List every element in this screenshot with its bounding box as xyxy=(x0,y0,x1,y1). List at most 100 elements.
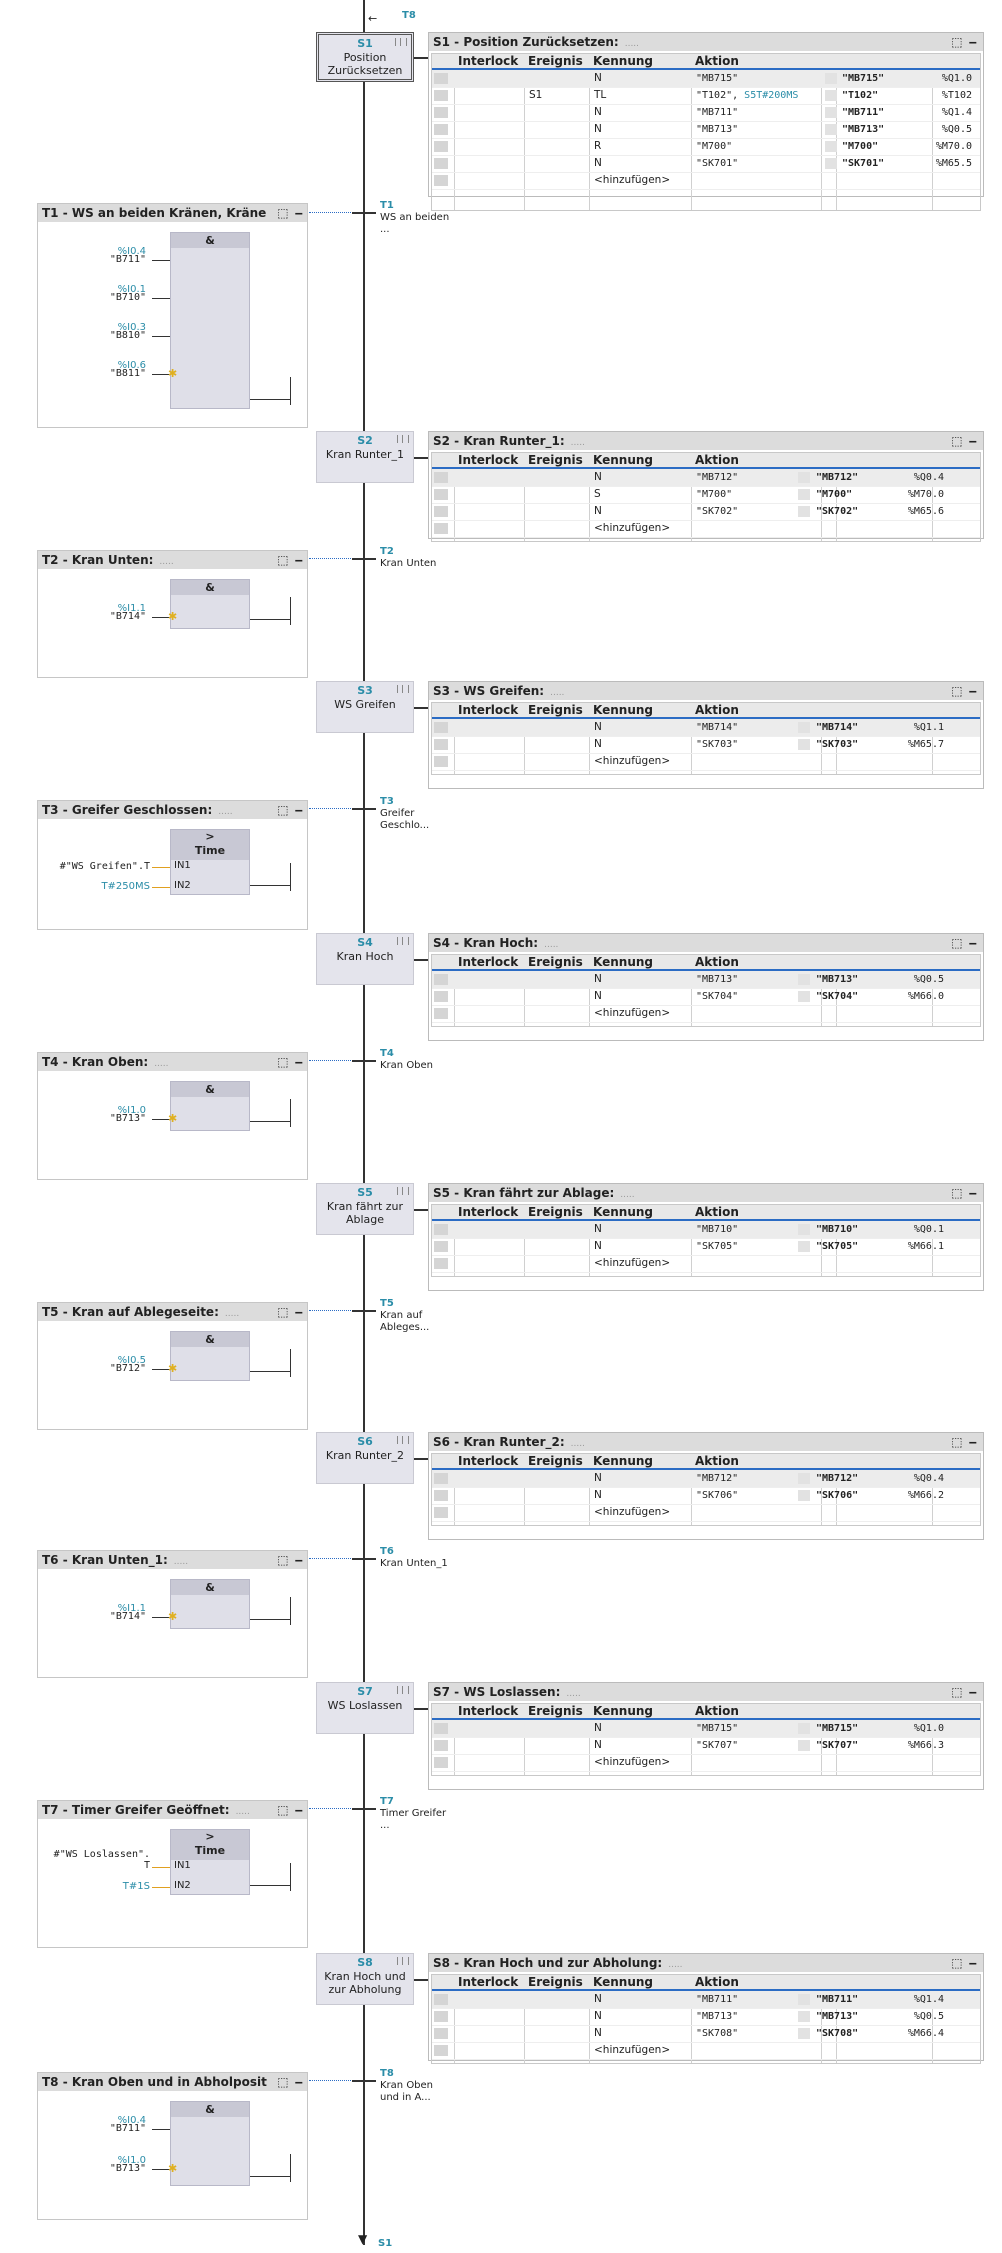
action-kennung[interactable]: N xyxy=(594,1240,602,1252)
row-selector[interactable] xyxy=(434,974,448,985)
minimize-icon[interactable]: ‒ xyxy=(294,1553,303,1567)
expand-icon[interactable]: ⬚ xyxy=(277,206,289,220)
transition-bar[interactable] xyxy=(352,808,376,810)
action-kennung[interactable]: N xyxy=(594,2027,602,2039)
panel-comment-placeholder[interactable]: ..... xyxy=(550,688,565,698)
minimize-icon[interactable]: ‒ xyxy=(294,1305,303,1319)
transition-comment-placeholder[interactable]: ..... xyxy=(159,557,174,567)
table-row[interactable] xyxy=(432,121,980,139)
column-header-event[interactable]: Ereignis xyxy=(528,703,589,717)
add-action-placeholder[interactable]: <hinzufügen> xyxy=(594,1257,671,1269)
table-row[interactable] xyxy=(432,971,980,989)
table-row[interactable] xyxy=(432,1005,980,1023)
input-tag[interactable]: "B810" xyxy=(109,330,146,341)
add-action-placeholder[interactable]: <hinzufügen> xyxy=(594,174,671,186)
row-selector[interactable] xyxy=(434,523,448,534)
table-row[interactable] xyxy=(432,1487,980,1505)
table-row[interactable] xyxy=(432,469,980,487)
add-action-placeholder[interactable]: <hinzufügen> xyxy=(594,2044,671,2056)
expand-icon[interactable]: ⬚ xyxy=(277,1055,289,1069)
action-operand[interactable]: "SK702" xyxy=(696,503,738,520)
column-header-aktion[interactable]: Aktion xyxy=(695,1454,821,1468)
table-row[interactable] xyxy=(432,988,980,1006)
panel-comment-placeholder[interactable]: ..... xyxy=(570,438,585,448)
action-kennung[interactable]: N xyxy=(594,721,602,733)
column-header-interlock[interactable]: Interlock xyxy=(458,453,524,467)
action-kennung[interactable]: R xyxy=(594,140,602,152)
transition-bar[interactable] xyxy=(352,1310,376,1312)
add-action-placeholder[interactable]: <hinzufügen> xyxy=(594,1007,671,1019)
minimize-icon[interactable]: ‒ xyxy=(968,35,977,49)
row-selector[interactable] xyxy=(434,472,448,483)
add-action-placeholder[interactable]: <hinzufügen> xyxy=(594,1756,671,1768)
transition-comment-placeholder[interactable]: ..... xyxy=(235,1807,250,1817)
transition-bar[interactable] xyxy=(352,1808,376,1810)
column-header-aktion[interactable]: Aktion xyxy=(695,955,821,969)
table-row[interactable] xyxy=(432,1720,980,1738)
input-tag[interactable]: "B711" xyxy=(109,2123,146,2134)
column-header-kennung[interactable]: Kennung xyxy=(593,1205,691,1219)
column-header-interlock[interactable]: Interlock xyxy=(458,54,524,68)
column-header-kennung[interactable]: Kennung xyxy=(593,703,691,717)
compare-operand[interactable]: #"WS Loslassen". T xyxy=(53,1849,150,1871)
fbd-box[interactable]: & xyxy=(170,579,250,629)
row-selector[interactable] xyxy=(434,489,448,500)
action-operand[interactable]: "SK707" xyxy=(696,1737,738,1754)
expand-icon[interactable]: ⬚ xyxy=(951,1956,963,1970)
fbd-box[interactable]: & xyxy=(170,1331,250,1381)
table-row[interactable] xyxy=(432,1255,980,1273)
expand-icon[interactable]: ⬚ xyxy=(277,803,289,817)
column-header-interlock[interactable]: Interlock xyxy=(458,1454,524,1468)
minimize-icon[interactable]: ‒ xyxy=(968,1685,977,1699)
row-selector[interactable] xyxy=(434,1008,448,1019)
table-row[interactable] xyxy=(432,104,980,122)
column-header-event[interactable]: Ereignis xyxy=(528,453,589,467)
fbd-box[interactable]: >Time xyxy=(170,829,250,895)
column-header-kennung[interactable]: Kennung xyxy=(593,1454,691,1468)
expand-icon[interactable]: ⬚ xyxy=(951,684,963,698)
transition-comment-placeholder[interactable]: ..... xyxy=(218,807,233,817)
compare-operand[interactable]: T#250MS xyxy=(101,881,150,892)
column-header-event[interactable]: Ereignis xyxy=(528,1704,589,1718)
action-operand[interactable]: "SK708" xyxy=(696,2025,738,2042)
expand-icon[interactable]: ⬚ xyxy=(277,553,289,567)
input-tag[interactable]: "B713" xyxy=(109,2163,146,2174)
minimize-icon[interactable]: ‒ xyxy=(294,206,303,220)
table-row[interactable] xyxy=(432,736,980,754)
expand-icon[interactable]: ⬚ xyxy=(277,2075,289,2089)
minimize-icon[interactable]: ‒ xyxy=(294,803,303,817)
fbd-box[interactable]: & xyxy=(170,1579,250,1629)
action-kennung[interactable]: N xyxy=(594,2010,602,2022)
panel-comment-placeholder[interactable]: ..... xyxy=(624,39,640,49)
panel-comment-placeholder[interactable]: ..... xyxy=(620,1190,635,1200)
minimize-icon[interactable]: ‒ xyxy=(968,1435,977,1449)
row-selector[interactable] xyxy=(434,1723,448,1734)
row-selector[interactable] xyxy=(434,1757,448,1768)
panel-comment-placeholder[interactable]: ..... xyxy=(566,1689,581,1699)
row-selector[interactable] xyxy=(434,141,448,152)
input-tag[interactable]: "B811" xyxy=(109,368,146,379)
transition-comment-placeholder[interactable]: ..... xyxy=(224,1309,240,1319)
input-tag[interactable]: "B714" xyxy=(109,611,146,622)
expand-icon[interactable]: ⬚ xyxy=(277,1803,289,1817)
action-kennung[interactable]: N xyxy=(594,106,602,118)
row-selector[interactable] xyxy=(434,991,448,1002)
minimize-icon[interactable]: ‒ xyxy=(294,1803,303,1817)
table-row[interactable] xyxy=(432,155,980,173)
action-event[interactable]: S1 xyxy=(529,89,543,101)
row-selector[interactable] xyxy=(434,2028,448,2039)
input-tag[interactable]: "B713" xyxy=(109,1113,146,1124)
table-row[interactable] xyxy=(432,2042,980,2060)
row-selector[interactable] xyxy=(434,1490,448,1501)
action-kennung[interactable]: TL xyxy=(594,89,607,101)
table-row[interactable] xyxy=(432,138,980,156)
input-tag[interactable]: "B712" xyxy=(109,1363,146,1374)
action-kennung[interactable]: N xyxy=(594,1489,602,1501)
action-operand[interactable]: "T102", S5T#200MS xyxy=(696,87,798,104)
column-header-aktion[interactable]: Aktion xyxy=(695,453,821,467)
table-row[interactable] xyxy=(432,753,980,771)
expand-icon[interactable]: ⬚ xyxy=(277,1553,289,1567)
add-action-placeholder[interactable]: <hinzufügen> xyxy=(594,755,671,767)
